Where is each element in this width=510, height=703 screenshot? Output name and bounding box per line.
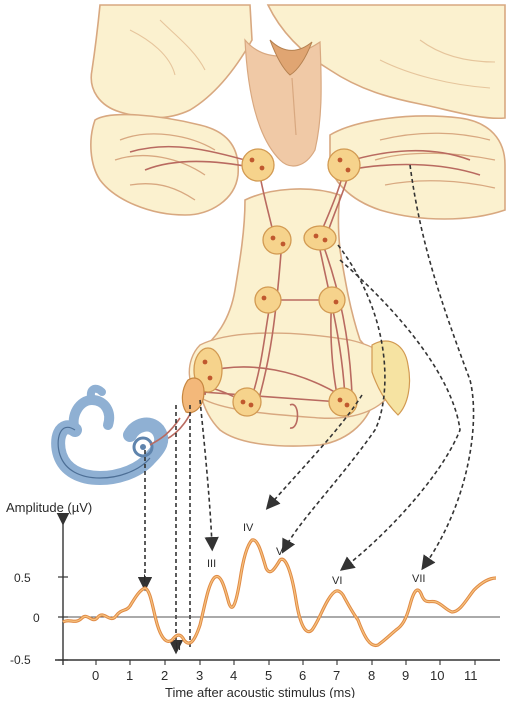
wave-label-iii: III — [207, 558, 216, 570]
x-tick-9: 9 — [402, 668, 409, 683]
left-hemisphere — [91, 5, 252, 118]
right-superior-olive — [329, 388, 357, 416]
x-tick-5: 5 — [265, 668, 272, 683]
left-superior-olive — [233, 388, 261, 416]
x-tick-6: 6 — [299, 668, 306, 683]
x-tick-11: 11 — [464, 668, 478, 683]
wave-label-vi: VI — [332, 575, 342, 587]
x-tick-0: 0 — [92, 668, 99, 683]
left-inferior-colliculus — [263, 226, 291, 254]
x-axis-title: Time after acoustic stimulus (ms) — [165, 685, 355, 698]
wave-label-ii: II — [175, 641, 181, 653]
x-tick-1: 1 — [126, 668, 133, 683]
x-tick-labels: 0 1 2 3 4 5 6 7 8 9 10 11 — [92, 668, 478, 683]
wave-label-i: I — [143, 573, 146, 585]
x-tick-3: 3 — [196, 668, 203, 683]
x-tick-7: 7 — [333, 668, 340, 683]
abr-waveform-plot: Amplitude (µV) 0.5 0 -0.5 0 1 2 3 4 5 6 … — [6, 500, 500, 698]
right-medial-geniculate — [328, 149, 360, 181]
y-tick-0.5: 0.5 — [14, 571, 31, 585]
x-tick-2: 2 — [161, 668, 168, 683]
wave-labels: I II III IV V VI VII — [143, 522, 425, 653]
right-lateral-lemniscus — [319, 287, 345, 313]
right-inferior-colliculus — [304, 226, 336, 250]
wave-label-vii: VII — [412, 573, 425, 585]
brain-anatomy — [91, 5, 505, 446]
wave-label-iv: IV — [243, 522, 254, 534]
left-lateral-lemniscus — [255, 287, 281, 313]
wave-label-v: V — [276, 546, 284, 558]
y-tick-minus-0.5: -0.5 — [10, 653, 31, 667]
left-medial-geniculate — [242, 149, 274, 181]
x-tick-4: 4 — [230, 668, 237, 683]
y-tick-0: 0 — [33, 611, 40, 625]
x-tick-8: 8 — [368, 668, 375, 683]
cochlea-icon — [58, 389, 180, 478]
x-tick-10: 10 — [430, 668, 444, 683]
y-axis-title: Amplitude (µV) — [6, 500, 92, 515]
